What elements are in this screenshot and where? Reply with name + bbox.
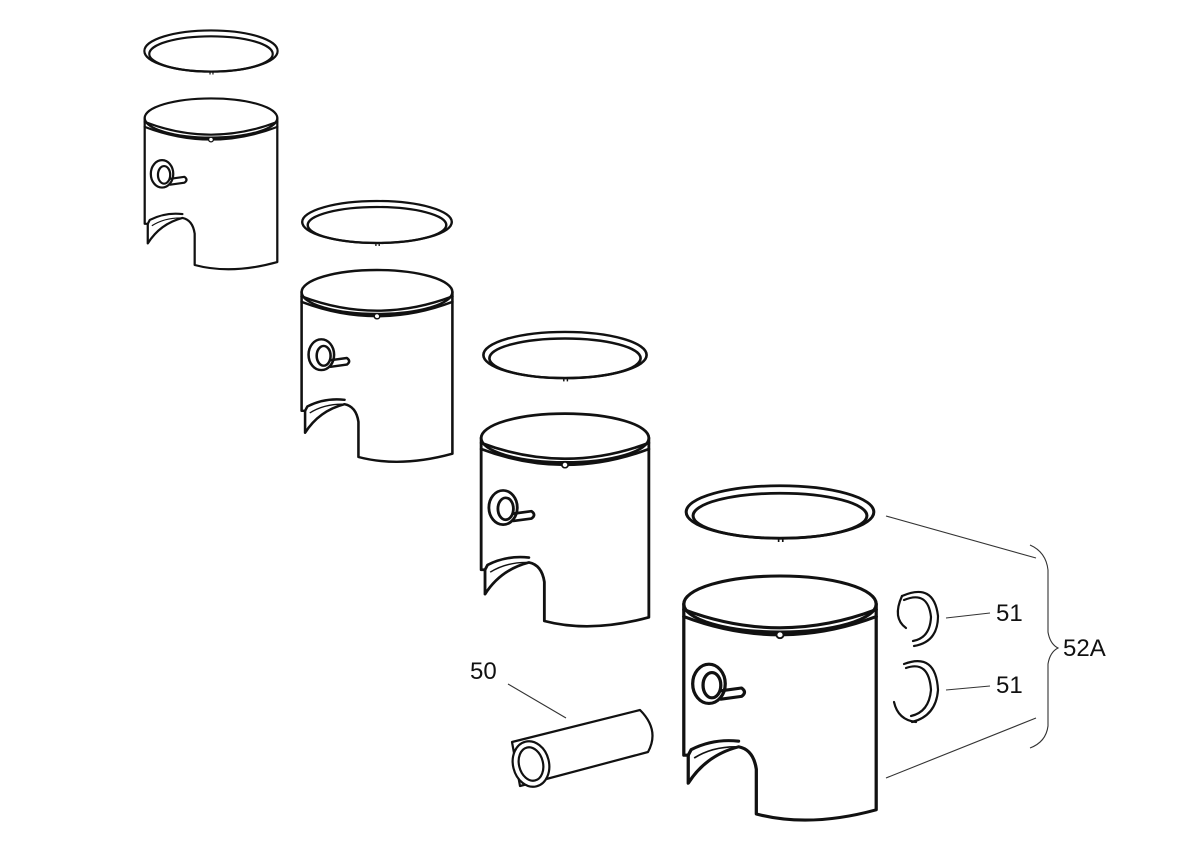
kit-bracket bbox=[1029, 544, 1060, 749]
piston-ring-1 bbox=[143, 29, 279, 76]
callout-50: 50 bbox=[470, 658, 497, 685]
circlip-upper bbox=[896, 590, 940, 648]
piston-ring-4 bbox=[684, 484, 876, 544]
piston-4 bbox=[682, 574, 878, 822]
circlip-lower bbox=[892, 660, 940, 724]
piston-ring-2 bbox=[300, 199, 454, 248]
leader-lines bbox=[507, 515, 1037, 779]
callout-51-upper: 51 bbox=[996, 600, 1023, 627]
piston-ring-3 bbox=[482, 330, 648, 383]
callout-52a: 52A bbox=[1063, 635, 1106, 662]
callout-51-lower: 51 bbox=[996, 672, 1023, 699]
piston-3 bbox=[479, 412, 651, 628]
piston-pin bbox=[510, 708, 654, 788]
piston-1 bbox=[143, 97, 279, 271]
piston-2 bbox=[300, 268, 454, 464]
